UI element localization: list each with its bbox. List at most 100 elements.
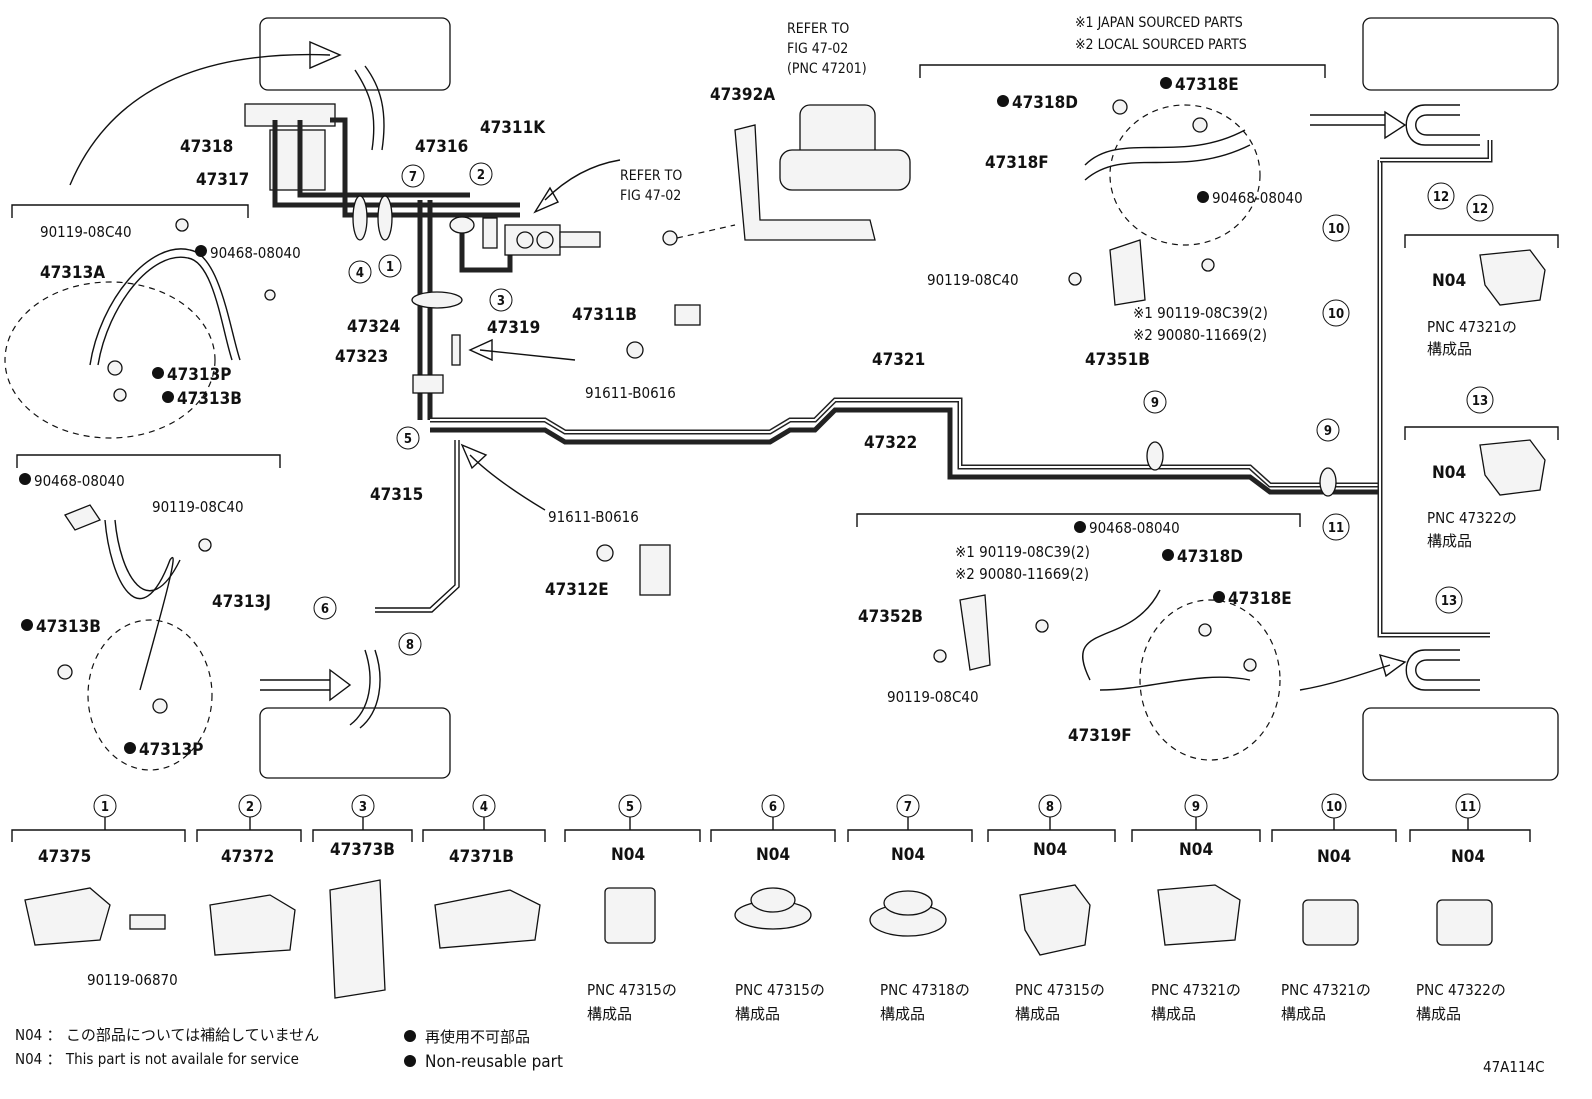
svg-text:12: 12 bbox=[1472, 202, 1488, 217]
svg-text:3: 3 bbox=[359, 800, 367, 815]
arrow-47311B bbox=[479, 349, 576, 361]
non-reusable-dot bbox=[21, 619, 33, 631]
note-japan-sourced: ※1 JAPAN SOURCED PARTS bbox=[1075, 15, 1243, 31]
svg-text:3: 3 bbox=[497, 294, 505, 309]
arrow-head-top-left bbox=[309, 40, 342, 70]
arrow-curve-top-left bbox=[69, 53, 331, 186]
legend-n04-en: N04 ： This part is not availale for serv… bbox=[15, 1050, 299, 1068]
non-reusable-dot bbox=[1197, 191, 1209, 203]
group-bracket-left-mid bbox=[16, 454, 281, 468]
legend-dot-jp bbox=[404, 1030, 416, 1042]
note-refer-top-1: REFER TO bbox=[787, 21, 849, 37]
empty-view-box-top-right bbox=[1362, 17, 1559, 91]
bottom-7-sub: 構成品 bbox=[880, 1005, 925, 1023]
bottom-6-sub: 構成品 bbox=[735, 1005, 780, 1023]
svg-text:1: 1 bbox=[101, 800, 109, 815]
note-refer-top-2: FIG 47-02 bbox=[787, 41, 848, 57]
bottom-item-10: 10 N04 PNC 47321の 構成品 bbox=[1271, 793, 1397, 1023]
svg-text:1: 1 bbox=[386, 260, 394, 275]
bottom-8-sub: 構成品 bbox=[1015, 1005, 1060, 1023]
bottom-11-pnc: PNC 47322の bbox=[1416, 981, 1506, 999]
bottom-item-11: 11 N04 PNC 47322の 構成品 bbox=[1409, 793, 1531, 1023]
non-reusable-dot bbox=[1160, 77, 1172, 89]
bottom-7-pnc: PNC 47318の bbox=[880, 981, 970, 999]
legend-nonreuse-en: Non-reusable part bbox=[425, 1052, 563, 1072]
bottom-11-part: N04 bbox=[1451, 847, 1485, 867]
note-refer-mid-2: FIG 47-02 bbox=[620, 188, 681, 204]
figure-code: 47A114C bbox=[1483, 1058, 1545, 1076]
svg-text:13: 13 bbox=[1472, 394, 1488, 409]
u-hose-top-right bbox=[1405, 104, 1480, 146]
label-90468-08040-b: 90468-08040 bbox=[34, 472, 125, 490]
svg-text:6: 6 bbox=[321, 602, 329, 617]
svg-text:2: 2 bbox=[246, 800, 254, 815]
label-90468-08040-d: 90468-08040 bbox=[1089, 519, 1180, 537]
bottom-1-part: 47375 bbox=[38, 847, 91, 867]
label-90080-11669-b: ※2 90080-11669(2) bbox=[955, 565, 1089, 583]
empty-view-box-top-left bbox=[259, 17, 451, 91]
group-bracket-right-mid bbox=[856, 513, 1301, 527]
callout-4: 4 bbox=[348, 260, 372, 284]
label-47324: 47324 bbox=[347, 317, 400, 337]
panel-bracket-13 bbox=[1404, 426, 1559, 440]
callout-1: 1 bbox=[378, 254, 402, 278]
panel-bracket-12 bbox=[1404, 234, 1559, 248]
arrow-91611-lower bbox=[469, 454, 546, 511]
callout-2: 2 bbox=[469, 162, 493, 186]
label-90468-08040-c: 90468-08040 bbox=[1212, 189, 1303, 207]
bottom-5-sub: 構成品 bbox=[587, 1005, 632, 1023]
panel-13-pnc: PNC 47322の bbox=[1427, 509, 1517, 527]
label-47315: 47315 bbox=[370, 485, 423, 505]
bottom-10-pnc: PNC 47321の bbox=[1281, 981, 1371, 999]
bottom-11-sub: 構成品 bbox=[1416, 1005, 1461, 1023]
svg-text:4: 4 bbox=[480, 800, 488, 815]
bottom-item-5: 5 N04 PNC 47315の 構成品 bbox=[564, 794, 701, 1023]
svg-text:11: 11 bbox=[1460, 800, 1476, 815]
svg-text:9: 9 bbox=[1151, 396, 1159, 411]
non-reusable-dot bbox=[1213, 591, 1225, 603]
label-90119-08C39-a: ※1 90119-08C39(2) bbox=[1133, 304, 1268, 322]
callout-7: 7 bbox=[401, 164, 425, 188]
panel-12-pnc: PNC 47321の bbox=[1427, 318, 1517, 336]
bottom-10-sub: 構成品 bbox=[1281, 1005, 1326, 1023]
empty-view-box-bottom-left bbox=[259, 707, 451, 779]
dashed-circle-left-upper bbox=[4, 281, 216, 439]
callout-11: 11 bbox=[1322, 513, 1350, 541]
callout-9-b: 9 bbox=[1316, 418, 1340, 442]
callout-13-a: 13 bbox=[1466, 386, 1494, 414]
hose-47313J bbox=[104, 519, 174, 691]
svg-text:12: 12 bbox=[1433, 190, 1449, 205]
label-47317: 47317 bbox=[196, 170, 249, 190]
label-47318: 47318 bbox=[180, 137, 233, 157]
svg-text:7: 7 bbox=[904, 800, 912, 815]
legend-n04-jp: N04 ： この部品については補給していません bbox=[15, 1026, 319, 1044]
bottom-item-3: 3 47373B bbox=[312, 794, 413, 999]
label-47352B: 47352B bbox=[858, 607, 923, 627]
label-47318D-a: 47318D bbox=[1012, 93, 1078, 113]
label-90119-08C40-d: 90119-08C40 bbox=[887, 688, 979, 706]
hose-47313A bbox=[89, 248, 241, 366]
callout-5: 5 bbox=[396, 426, 420, 450]
group-bracket-left-top bbox=[11, 204, 249, 218]
bottom-10-part: N04 bbox=[1317, 847, 1351, 867]
svg-text:5: 5 bbox=[404, 432, 412, 447]
callout-12-b: 12 bbox=[1466, 194, 1494, 222]
bottom-1-bolt: 90119-06870 bbox=[87, 971, 178, 989]
bottom-2-part: 47372 bbox=[221, 847, 274, 867]
dashed-circle-right-upper bbox=[1109, 104, 1261, 246]
label-91611-B0616-a: 91611-B0616 bbox=[585, 384, 676, 402]
label-47313B-b: 47313B bbox=[36, 617, 101, 637]
dashed-circle-left-lower bbox=[87, 619, 213, 771]
label-47312E: 47312E bbox=[545, 580, 609, 600]
label-47313J: 47313J bbox=[212, 592, 271, 612]
svg-text:4: 4 bbox=[356, 266, 364, 281]
svg-text:9: 9 bbox=[1324, 424, 1332, 439]
callout-10-a: 10 bbox=[1322, 214, 1350, 242]
non-reusable-dot bbox=[124, 742, 136, 754]
label-91611-B0616-b: 91611-B0616 bbox=[548, 508, 639, 526]
svg-text:2: 2 bbox=[477, 168, 485, 183]
arrow-curve-mid bbox=[544, 159, 621, 201]
hose-47318F bbox=[1084, 129, 1246, 166]
label-47318E-b: 47318E bbox=[1228, 589, 1292, 609]
label-47318F: 47318F bbox=[985, 153, 1049, 173]
